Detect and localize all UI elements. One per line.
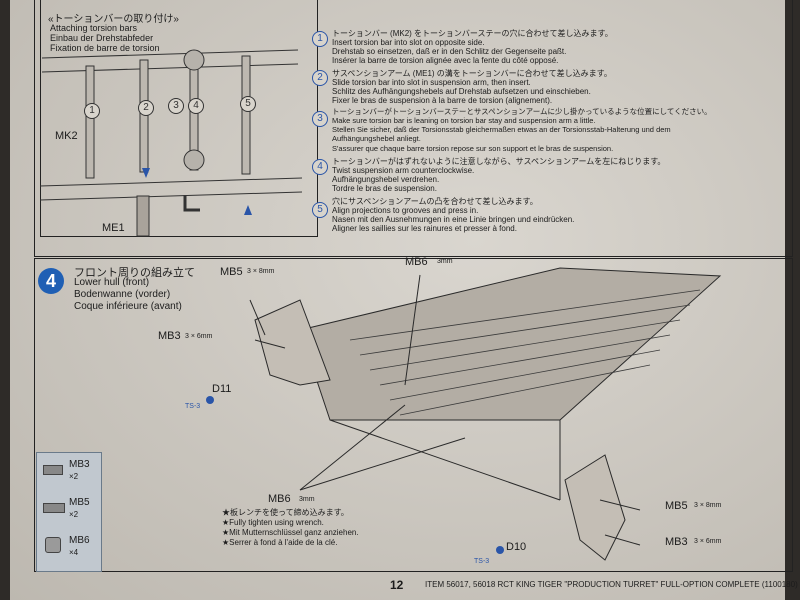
part-callout-2: 2 xyxy=(138,100,154,116)
screw-icon xyxy=(43,503,65,513)
top-frame xyxy=(34,0,793,257)
hull-title-de: Bodenwanne (vorder) xyxy=(74,289,171,300)
mb3-left-label: MB3 xyxy=(158,330,181,342)
step-4-fr: Tordre le bras de suspension. xyxy=(332,184,437,193)
step-2-jp: サスペンションアーム (ME1) の溝をトーションバーに合わせて差し込みます。 xyxy=(332,69,612,78)
item-footer: ITEM 56017, 56018 RCT KING TIGER "PRODUC… xyxy=(425,580,798,589)
step-5-en: Align projections to grooves and press i… xyxy=(332,206,479,215)
step-5-jp: 穴にサスペンションアームの凸を合わせて差し込みます。 xyxy=(332,197,538,206)
mb3-right-size: 3 × 6mm xyxy=(694,538,722,545)
step-2-number: 2 xyxy=(312,70,328,86)
screw-icon xyxy=(43,465,63,475)
step-4-jp: トーションバーがはずれないように注意しながら、サスペンションアームを左にねじりま… xyxy=(332,157,666,166)
step-1-number: 1 xyxy=(312,31,328,47)
mb3-left-size: 3 × 6mm xyxy=(185,333,213,340)
d11-label: D11 xyxy=(212,383,232,395)
mb3-right-label: MB3 xyxy=(665,536,688,548)
wrench-note-fr: ★Serrer à fond à l'aide de la clé. xyxy=(222,538,338,547)
me1-callout: ME1 xyxy=(102,222,125,234)
torsion-title-de: Einbau der Drehstabfeder xyxy=(50,33,154,43)
wrench-note-de: ★Mit Mutternschlüssel ganz anziehen. xyxy=(222,528,359,537)
part-callout-1: 1 xyxy=(84,103,100,119)
part-callout-4: 4 xyxy=(188,98,204,114)
legend-mb6-qty: ×4 xyxy=(69,548,79,557)
ts3-label-b: TS-3 xyxy=(474,558,490,565)
step-3-number: 3 xyxy=(312,111,328,127)
step-3-en: Make sure torsion bar is leaning on tors… xyxy=(332,116,596,125)
step-1-de: Drehstab so einsetzen, daß er in den Sch… xyxy=(332,47,567,56)
part-callout-3: 3 xyxy=(168,98,184,114)
legend-mb6-name: MB6 xyxy=(69,535,90,546)
bottom-frame xyxy=(34,258,793,572)
mk2-callout: MK2 xyxy=(55,130,78,142)
step-1-en: Insert torsion bar into slot on opposite… xyxy=(332,38,485,47)
step-2-fr: Fixer le bras de suspension à la barre d… xyxy=(332,96,553,105)
legend-mb3-name: MB3 xyxy=(69,459,90,470)
mb5-top-label: MB5 xyxy=(220,266,243,278)
step-number-badge: 4 xyxy=(38,268,64,294)
legend-mb5-qty: ×2 xyxy=(69,510,79,519)
wrench-note-jp: ★板レンチを使って締め込みます。 xyxy=(222,508,349,517)
page-number: 12 xyxy=(390,578,404,592)
ts3-label-a: TS-3 xyxy=(185,403,201,410)
d10-label: D10 xyxy=(506,541,527,553)
step-2-en: Slide torsion bar into slot in suspensio… xyxy=(332,78,531,87)
step-5-number: 5 xyxy=(312,202,328,218)
torsion-title-en: Attaching torsion bars xyxy=(50,23,138,33)
mb6-top-size: 3mm xyxy=(437,258,453,265)
hull-title-fr: Coque inférieure (avant) xyxy=(74,301,182,312)
mb5-right-size: 3 × 8mm xyxy=(694,502,722,509)
step-5-fr: Aligner les saillies sur les rainures et… xyxy=(332,224,517,233)
parts-legend: MB3 ×2 MB5 ×2 MB6 ×4 xyxy=(36,452,102,572)
mb6-bottom-label: MB6 xyxy=(268,493,291,505)
step-3-fr: S'assurer que chaque barre torsion repos… xyxy=(332,144,614,153)
wrench-note-en: ★Fully tighten using wrench. xyxy=(222,518,324,527)
step-1-fr: Insérer la barre de torsion alignée avec… xyxy=(332,56,559,65)
step-1-jp: トーションバー (MK2) をトーションバーステーの穴に合わせて差し込みます。 xyxy=(332,29,613,38)
step-2-de: Schlitz des Aufhängungshebels auf Drehst… xyxy=(332,87,591,96)
step-5-de: Nasen mit den Ausnehmungen in eine Linie… xyxy=(332,215,575,224)
step-3-de: Stellen Sie sicher, daß der Torsionsstab… xyxy=(332,125,671,143)
step-4-en: Twist suspension arm counterclockwise. xyxy=(332,166,475,175)
step-4-de: Aufhängungshebel verdrehen. xyxy=(332,175,440,184)
legend-mb5-name: MB5 xyxy=(69,497,90,508)
hull-title-en: Lower hull (front) xyxy=(74,277,150,288)
part-callout-5: 5 xyxy=(240,96,256,112)
nut-icon xyxy=(45,537,61,553)
torsion-title-jp: «トーションバーの取り付け» xyxy=(48,14,179,25)
mb5-top-size: 3 × 8mm xyxy=(247,268,275,275)
mb5-right-label: MB5 xyxy=(665,500,688,512)
mb6-top-label: MB6 xyxy=(405,256,428,268)
mb6-bottom-size: 3mm xyxy=(299,496,315,503)
step-3-jp: トーションバーがトーションバーステーとサスペンションアームに少し掛かっているよう… xyxy=(332,107,712,116)
legend-mb3-qty: ×2 xyxy=(69,472,79,481)
hull-title-jp: フロント周りの組み立て xyxy=(74,267,195,279)
torsion-title-fr: Fixation de barre de torsion xyxy=(50,43,160,53)
step-4-number: 4 xyxy=(312,159,328,175)
